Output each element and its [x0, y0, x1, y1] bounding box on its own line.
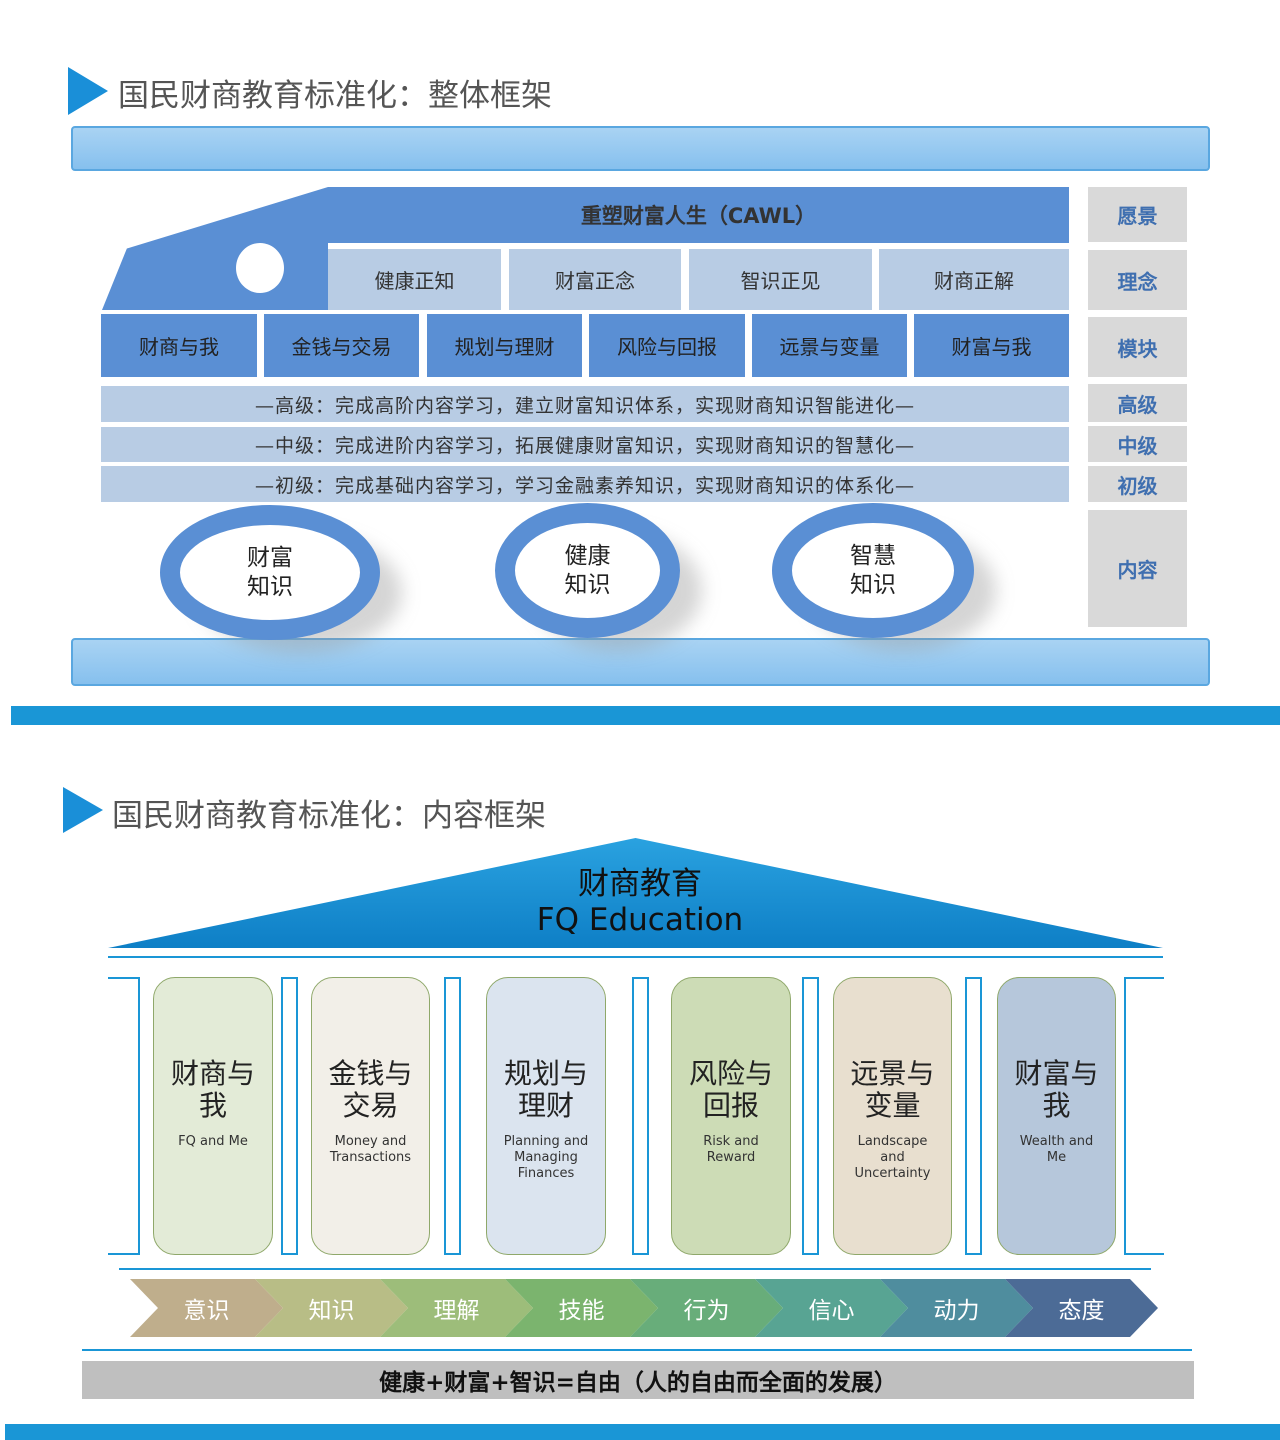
pillar: 规划与理财 Planning and Managing Finances	[486, 977, 606, 1255]
module-box: 风险与回报	[589, 314, 745, 377]
pillar-divider	[632, 977, 649, 1255]
pillar-en: Landscape and Uncertainty	[854, 1134, 931, 1181]
pillar-en: FQ and Me	[178, 1134, 248, 1149]
module-box: 规划与理财	[427, 314, 582, 377]
side-label: 模块	[1088, 317, 1187, 377]
ring-text: 知识	[850, 571, 896, 598]
level-advanced: —高级：完成高阶内容学习，建立财富知识体系，实现财商知识智能进化—	[101, 386, 1069, 422]
pillar-divider	[444, 977, 461, 1255]
pillar-cn: 财富与我	[1014, 1057, 1099, 1122]
ring-text: 财富	[247, 544, 293, 571]
stage-chevron: 理解	[380, 1279, 533, 1337]
side-label: 中级	[1088, 426, 1187, 462]
pillar: 财商与我 FQ and Me	[153, 977, 273, 1255]
bottom-scroll-banner	[71, 638, 1210, 686]
level-intermediate: —中级：完成进阶内容学习，拓展健康财富知识，实现财商知识的智慧化—	[101, 427, 1069, 462]
roof-label: 财商教育 FQ Education	[440, 866, 840, 938]
vision-banner: 重塑财富人生（CAWL）	[328, 187, 1069, 243]
top-scroll-banner	[71, 126, 1210, 171]
ring-text: 知识	[564, 571, 611, 598]
roof-en: FQ Education	[536, 902, 744, 938]
footer-banner: 健康+财富+智识=自由（人的自由而全面的发展）	[82, 1361, 1194, 1399]
module-box: 金钱与交易	[264, 314, 419, 377]
concept-box: 智识正见	[689, 249, 872, 310]
roof-cn: 财商教育	[578, 866, 702, 902]
footer-text: 健康+财富+智识=自由（人的自由而全面的发展）	[379, 1370, 897, 1396]
side-label: 初级	[1088, 466, 1187, 502]
floor-line	[119, 1268, 1151, 1270]
pillar: 远景与变量 Landscape and Uncertainty	[833, 977, 952, 1255]
knowledge-ring-wealth: 财富知识	[160, 505, 380, 640]
knowledge-ring-health: 健康知识	[495, 503, 680, 638]
pillar-divider	[965, 977, 982, 1255]
pillar-en: Planning and Managing Finances	[503, 1134, 589, 1181]
ring-text: 智慧	[850, 542, 896, 569]
section1-title: 国民财商教育标准化：整体框架	[118, 78, 552, 114]
pillar-en: Risk and Reward	[703, 1134, 759, 1165]
title-arrow-icon	[63, 787, 103, 833]
pillar-cn: 规划与理财	[504, 1057, 589, 1122]
vision-text: 重塑财富人生（CAWL）	[580, 204, 817, 228]
level-basic: —初级：完成基础内容学习，学习金融素养知识，实现财商知识的体系化—	[101, 466, 1069, 502]
pillar: 金钱与交易 Money and Transactions	[311, 977, 430, 1255]
concept-box: 财商正解	[879, 249, 1069, 310]
side-label: 愿景	[1088, 187, 1187, 242]
window-icon	[236, 243, 284, 293]
beam-line	[108, 956, 1163, 958]
module-box: 财商与我	[101, 314, 257, 377]
ring-text: 知识	[247, 573, 293, 600]
bracket-left	[108, 977, 140, 1255]
side-label: 高级	[1088, 384, 1187, 422]
pillar-cn: 财商与我	[171, 1057, 256, 1122]
title-arrow-icon	[68, 67, 108, 115]
pillar-divider	[281, 977, 298, 1255]
side-label: 内容	[1088, 510, 1187, 627]
concept-box: 健康正知	[328, 249, 501, 310]
pillar-cn: 风险与回报	[689, 1057, 774, 1122]
divider-bar	[11, 706, 1280, 725]
stage-chevron: 意识	[130, 1279, 283, 1337]
concept-box: 财富正念	[509, 249, 681, 310]
bracket-right	[1124, 977, 1164, 1255]
pillar-en: Money and Transactions	[329, 1134, 412, 1165]
pillar: 财富与我 Wealth and Me	[997, 977, 1116, 1255]
knowledge-ring-wisdom: 智慧知识	[772, 503, 974, 638]
roof-shape	[102, 187, 328, 310]
ring-text: 健康	[564, 542, 611, 569]
module-box: 财富与我	[914, 314, 1069, 377]
pillar: 风险与回报 Risk and Reward	[671, 977, 791, 1255]
pillar-cn: 远景与变量	[850, 1057, 935, 1122]
bottom-bar	[5, 1424, 1280, 1440]
section2-title: 国民财商教育标准化：内容框架	[112, 798, 546, 834]
pillar-en: Wealth and Me	[1019, 1134, 1094, 1165]
base-line	[82, 1349, 1192, 1351]
side-label: 理念	[1088, 250, 1187, 310]
pillar-cn: 金钱与交易	[328, 1057, 413, 1122]
pillar-divider	[802, 977, 819, 1255]
module-box: 远景与变量	[752, 314, 907, 377]
